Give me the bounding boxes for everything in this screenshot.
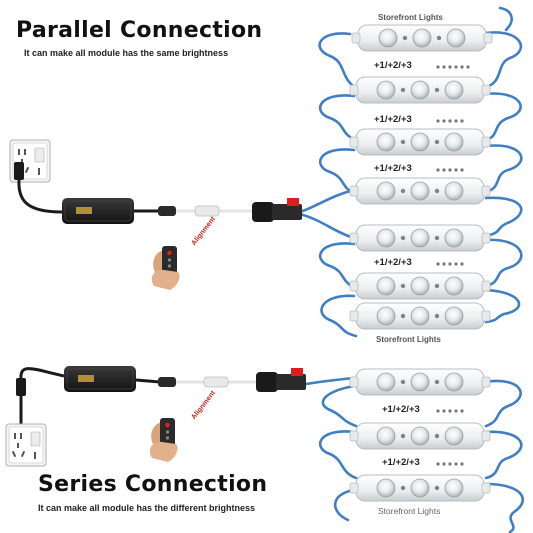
parallel-subtitle: It can make all module has the same brig… <box>24 48 229 58</box>
series-separator-label-1: +1/+2/+3 <box>382 404 420 415</box>
parallel-power-chain <box>9 139 302 290</box>
parallel-title: Parallel Connection <box>16 18 263 43</box>
series-blue-wires <box>304 376 525 533</box>
series-title: Series Connection <box>38 472 268 497</box>
parallel-separator-label-2: +1/+2/+3 <box>374 114 412 125</box>
series-subtitle: It can make all module has the different… <box>38 503 256 513</box>
series-separator-label-2: +1/+2/+3 <box>382 457 420 468</box>
parallel-top-label: Storefront Lights <box>378 13 443 22</box>
series-separator-dots <box>436 409 464 466</box>
series-modules <box>349 368 491 502</box>
parallel-modules <box>349 24 493 330</box>
parallel-separator-label-4: +1/+2/+3 <box>374 257 412 268</box>
series-bottom-label: Storefront Lights <box>378 506 441 516</box>
series-power-chain <box>5 365 306 467</box>
parallel-separator-label-1: +1/+2/+3 <box>374 60 412 71</box>
parallel-separator-dots <box>436 65 470 266</box>
parallel-blue-wires <box>298 6 523 338</box>
parallel-bottom-label: Storefront Lights <box>376 335 441 344</box>
parallel-separator-label-3: +1/+2/+3 <box>374 163 412 174</box>
